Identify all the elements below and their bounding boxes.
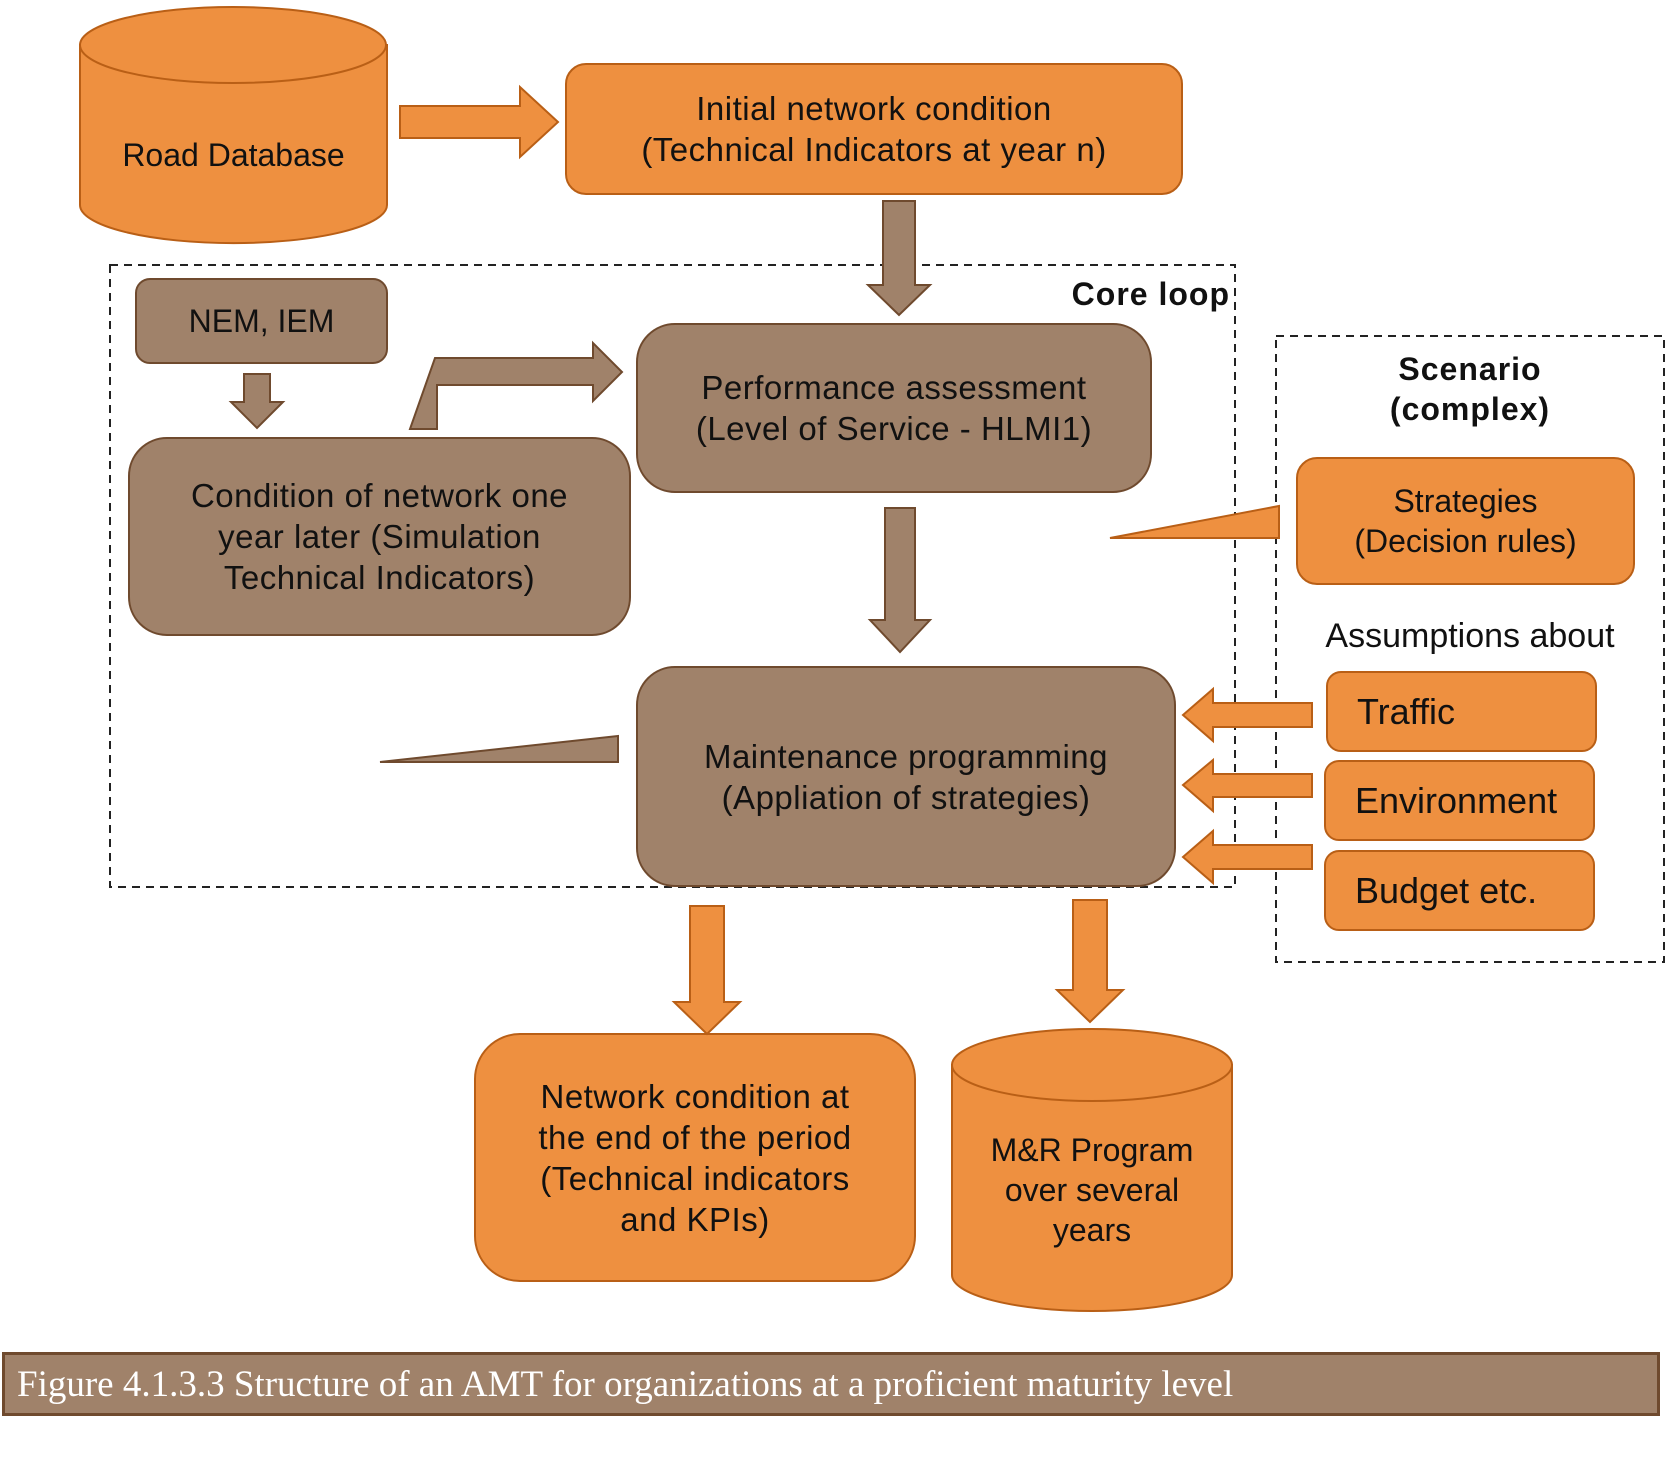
nem-iem-box bbox=[135, 278, 388, 364]
traffic-label: Traffic bbox=[1357, 690, 1456, 732]
environment-box bbox=[1324, 760, 1595, 841]
scenario-region bbox=[1275, 335, 1665, 963]
performance-assessment-box bbox=[636, 323, 1152, 493]
arrow-condition-to-performance bbox=[408, 340, 624, 430]
arrow-nem-to-condition bbox=[228, 373, 286, 430]
road-database-label: Road Database bbox=[122, 136, 345, 173]
arrow-environment-to-maintenance bbox=[1181, 757, 1313, 814]
arrow-maintenance-to-condition bbox=[379, 734, 619, 763]
arrow-maintenance-to-network-end bbox=[671, 905, 743, 1036]
condition-one-year-box bbox=[128, 437, 631, 636]
arrow-strategies-to-maintenance bbox=[1109, 504, 1280, 539]
condition-one-year-label: Condition of network one year later (Sim… bbox=[190, 477, 569, 596]
network-end-label: Network condition at the end of the peri… bbox=[538, 1077, 852, 1238]
arrow-road-to-initial bbox=[399, 84, 560, 160]
nem-iem-label: NEM, IEM bbox=[188, 302, 335, 339]
arrow-performance-to-maintenance bbox=[867, 507, 933, 654]
performance-assessment-label: Performance assessment (Level of Service… bbox=[695, 369, 1093, 447]
figure-caption: Figure 4.1.3.3 Structure of an AMT for o… bbox=[2, 1352, 1660, 1416]
environment-label: Environment bbox=[1355, 779, 1558, 821]
network-end-box bbox=[474, 1033, 916, 1282]
arrow-initial-to-performance bbox=[865, 200, 933, 317]
mr-program-label: M&R Program over several years bbox=[990, 1132, 1194, 1248]
traffic-box bbox=[1326, 671, 1597, 752]
initial-condition-box bbox=[565, 63, 1183, 195]
initial-condition-label: Initial network condition (Technical Ind… bbox=[641, 90, 1107, 168]
arrow-budget-to-maintenance bbox=[1181, 828, 1313, 886]
mr-program-cylinder bbox=[951, 1028, 1233, 1312]
maintenance-programming-label: Maintenance programming (Appliation of s… bbox=[703, 737, 1109, 816]
strategies-box bbox=[1296, 457, 1635, 585]
strategies-label: Strategies (Decision rules) bbox=[1354, 483, 1577, 559]
budget-label: Budget etc. bbox=[1355, 869, 1538, 911]
road-database-cylinder bbox=[79, 6, 388, 245]
maintenance-programming-box bbox=[636, 666, 1176, 887]
assumptions-label: Assumptions about bbox=[1325, 616, 1615, 655]
core-loop-region bbox=[109, 264, 1236, 888]
arrow-maintenance-to-mr-program bbox=[1054, 899, 1126, 1024]
scenario-label: Scenario (complex) bbox=[1389, 351, 1551, 427]
core-loop-label: Core loop bbox=[1071, 275, 1230, 312]
budget-box bbox=[1324, 850, 1595, 931]
arrow-traffic-to-maintenance bbox=[1181, 686, 1313, 744]
